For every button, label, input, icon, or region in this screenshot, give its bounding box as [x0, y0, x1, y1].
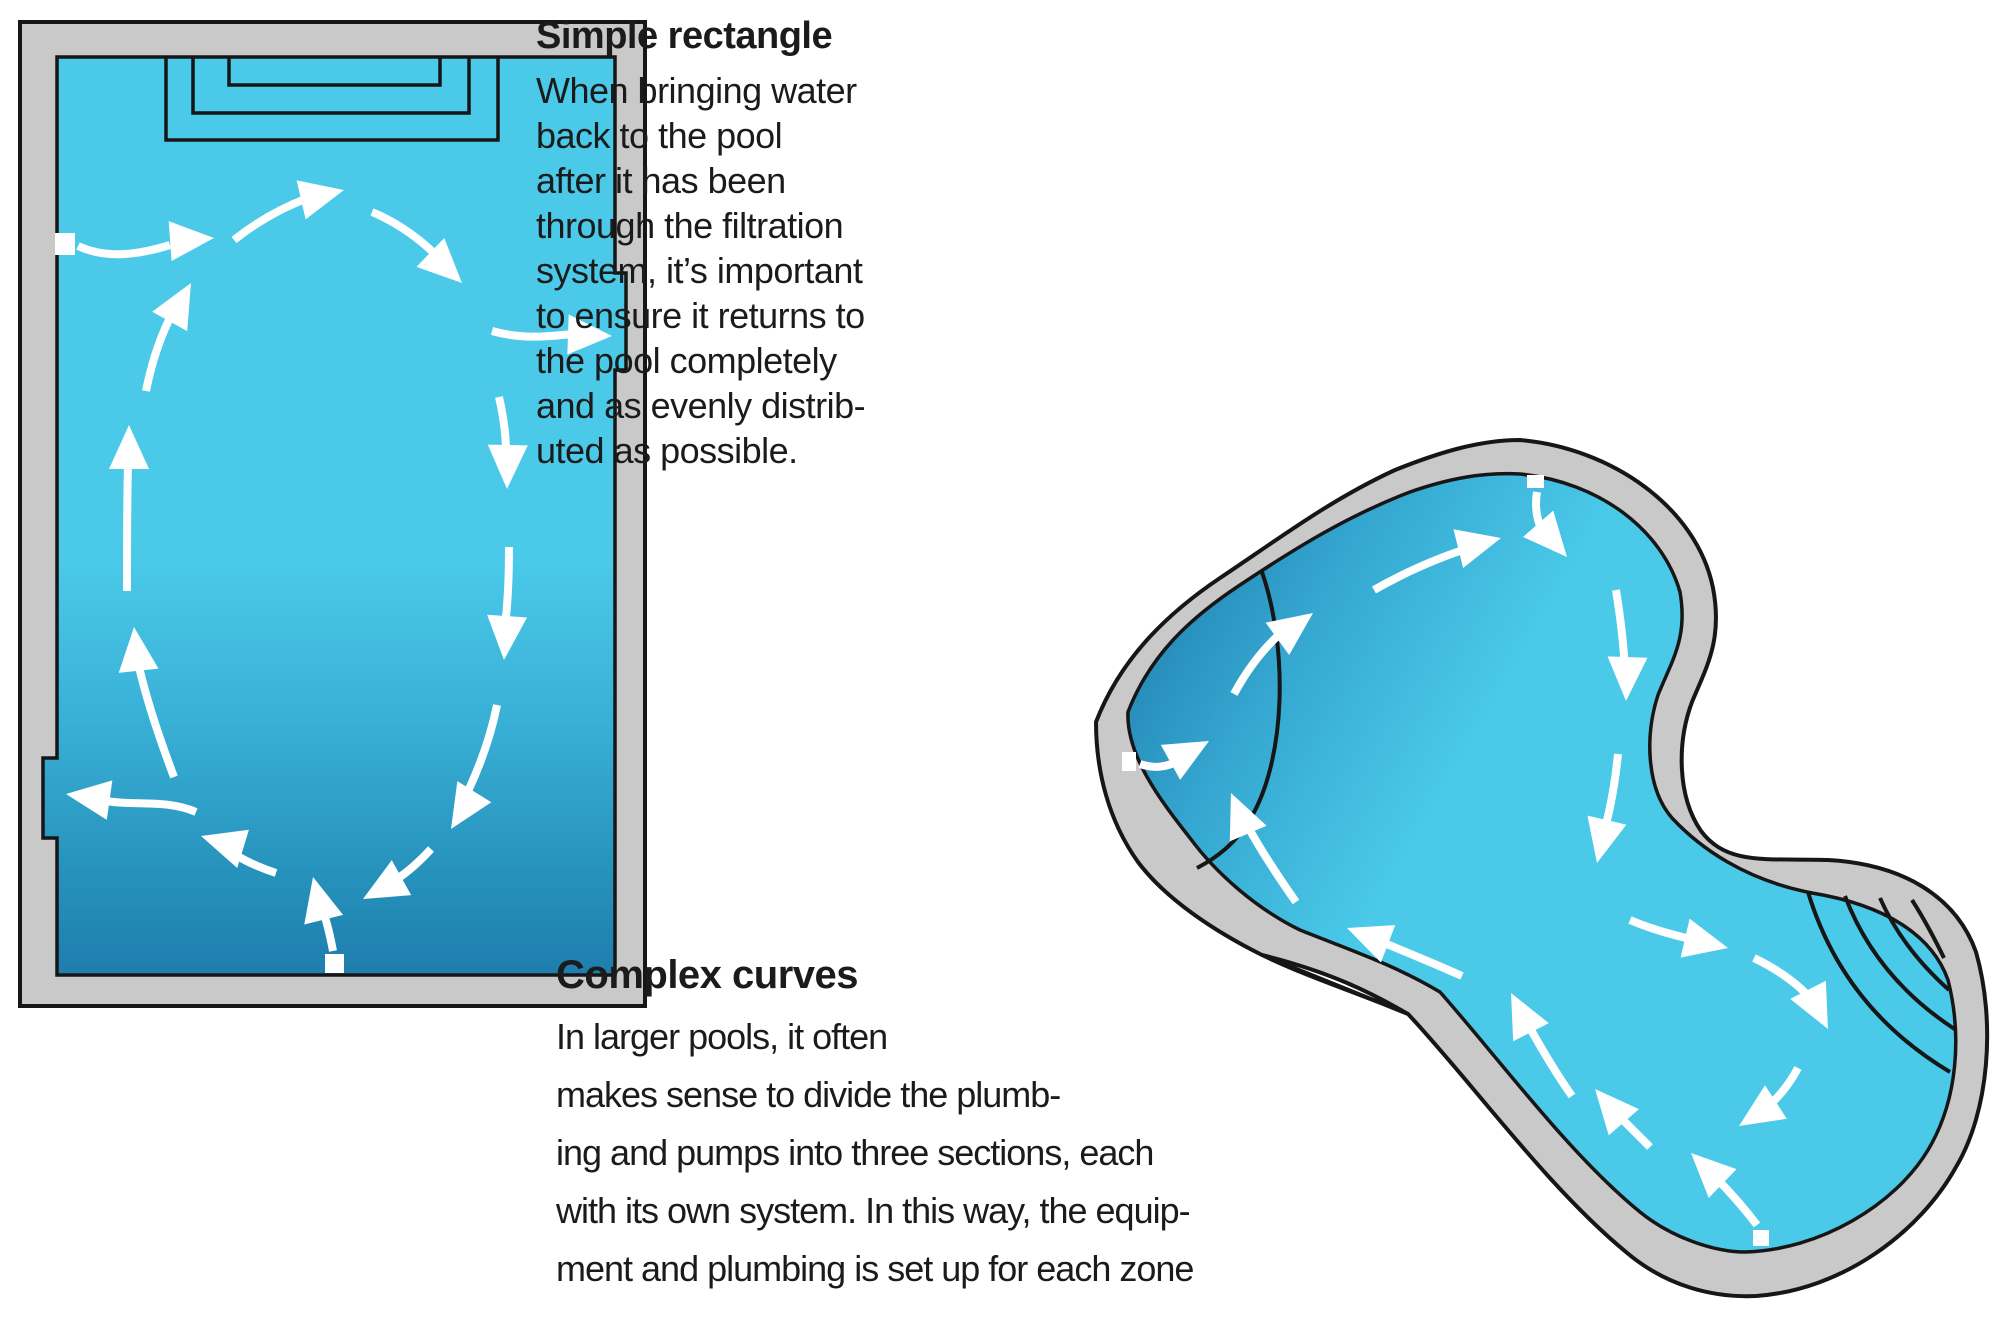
flow-arrow-icon [487, 546, 528, 660]
simple-rectangle-heading: Simple rectangle [536, 15, 833, 57]
flow-arrow-icon [1229, 793, 1300, 905]
complex-curves-body: In larger pools, it often makes sense to… [556, 1016, 1194, 1289]
flow-arrow-icon [1347, 925, 1464, 980]
flow-arrow-icon [201, 829, 278, 877]
flow-arrow-icon [109, 425, 149, 592]
flow-arrow-icon [1607, 589, 1648, 701]
flow-arrow-icon [370, 208, 462, 283]
flow-arrow-icon [304, 877, 344, 952]
flow-arrow-icon [1523, 491, 1567, 557]
pool-water [1126, 471, 1958, 1254]
flow-arrow-icon [1595, 1089, 1653, 1150]
complex-curves-section: Complex curves In larger pools, it often… [556, 952, 1256, 1298]
flow-arrow-icon [1691, 1153, 1761, 1228]
flow-arrow-icon [487, 396, 528, 489]
corner-steps [1806, 891, 1958, 1074]
pool-steps [164, 57, 500, 142]
water-inlet-icon [1753, 1230, 1769, 1246]
rectangle-pool-diagram [18, 20, 647, 1008]
flow-arrow-icon [1138, 741, 1209, 780]
water-inlet-icon [1527, 475, 1544, 488]
flow-arrow-icon [363, 846, 434, 899]
flow-arrow-icon [1752, 954, 1828, 1029]
flow-arrow-icon [490, 314, 612, 355]
flow-arrow-icon [142, 283, 191, 392]
water-inlet-icon [55, 233, 75, 255]
flow-arrow-icon [1511, 993, 1576, 1099]
water-inlet-icon [1122, 752, 1136, 771]
freeform-pool-diagram [1093, 437, 1990, 1299]
flow-arrow-icon [451, 704, 501, 829]
flow-arrows-loop [1138, 491, 1828, 1228]
flow-arrow-icon [1739, 1066, 1802, 1126]
flow-arrow-icon [231, 180, 344, 244]
flow-arrow-icon [66, 780, 198, 820]
water-inlet-icon [325, 954, 344, 973]
flow-arrow-icon [1230, 613, 1313, 696]
flow-arrow-icon [118, 627, 178, 779]
flow-arrow-icon [1587, 753, 1627, 863]
flow-arrow-icon [1372, 529, 1501, 594]
flow-arrows-clockwise [66, 180, 612, 952]
complex-curves-heading: Complex curves [556, 953, 859, 997]
simple-rectangle-section: Simple rectangle When bringing water bac… [536, 14, 956, 473]
flow-arrow-icon [1628, 916, 1728, 958]
flow-arrow-icon [76, 221, 214, 262]
simple-rectangle-body: When bringing water back to the pool aft… [536, 70, 866, 471]
